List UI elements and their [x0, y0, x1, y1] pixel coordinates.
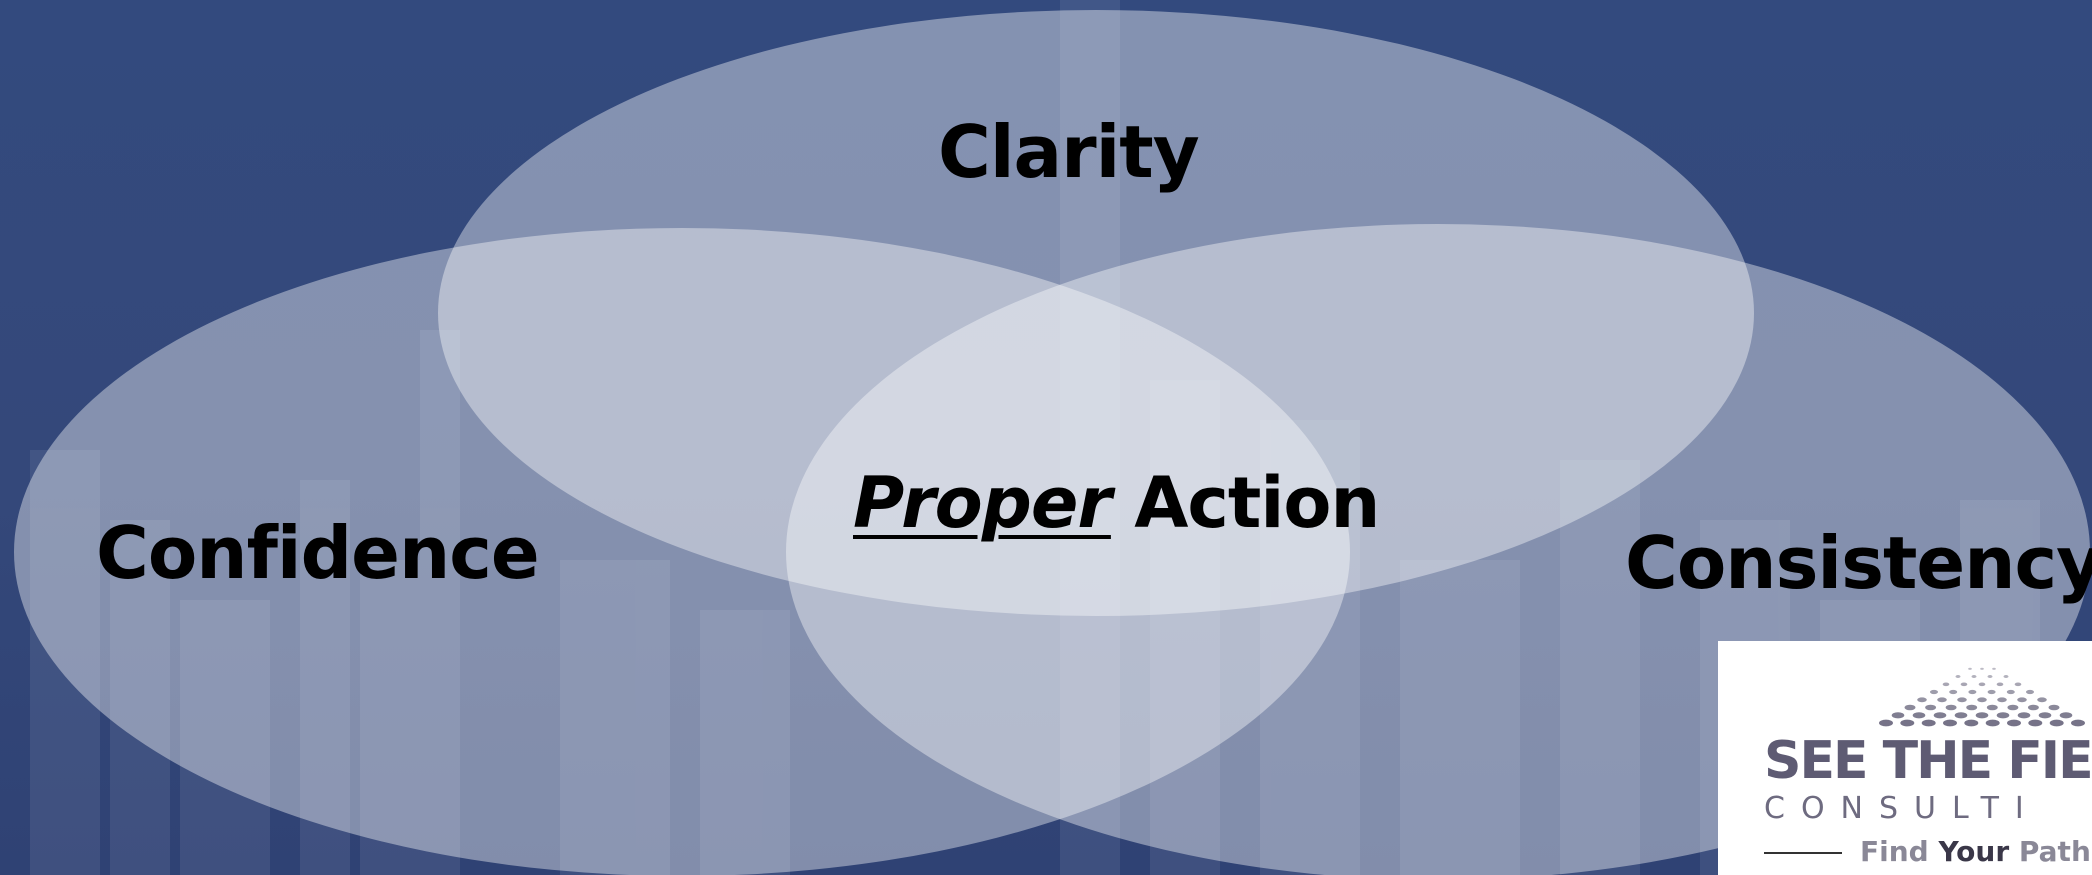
logo-dot [1985, 719, 2000, 727]
logo-dot [1987, 675, 1993, 678]
logo-perspective-dots-icon [1879, 667, 2085, 727]
logo-dot [2017, 712, 2031, 719]
logo-dot [2027, 704, 2039, 711]
logo-dot [2028, 719, 2043, 727]
consistency-label: Consistency [1625, 521, 2092, 605]
logo-dot [1960, 682, 1968, 687]
logo-dot [2003, 675, 2009, 678]
logo-dot [1966, 704, 1978, 711]
logo-dot [2014, 682, 2022, 687]
logo-dot [1925, 704, 1937, 711]
logo-dot [1933, 712, 1947, 719]
logo-dot [1930, 689, 1938, 695]
logo-dot [1921, 719, 1936, 727]
logo-dot [1968, 689, 1977, 695]
logo-dot [1891, 712, 1905, 719]
center-label: Proper Action [853, 468, 1380, 538]
logo-dot [1955, 675, 1961, 678]
logo-dot [1968, 667, 1972, 670]
logo-dot [2037, 697, 2047, 703]
logo-dot [1986, 704, 1998, 711]
logo-dot [1957, 697, 1967, 703]
logo-dot [2049, 719, 2064, 727]
logo-dot [2048, 704, 2060, 711]
logo-dot [1987, 689, 1996, 695]
logo-dot [1975, 712, 1989, 719]
logo-dot [1949, 689, 1958, 695]
confidence-label: Confidence [96, 511, 540, 595]
logo-dot [2006, 689, 2015, 695]
logo-title: SEE THE FIE [1764, 731, 2092, 791]
logo-dot [1996, 682, 2004, 687]
logo-dot [2017, 697, 2027, 703]
logo-dot [1992, 667, 1996, 670]
center-rest: Action [1134, 462, 1380, 544]
logo-dot [2026, 689, 2034, 695]
logo-subtitle: CONSULTI [1764, 791, 2040, 826]
logo-dot [1997, 697, 2007, 703]
logo-dot [1904, 704, 1916, 711]
logo-tagline-bold: Your [1938, 835, 2010, 868]
logo-dot [1917, 697, 1927, 703]
logo-divider [1764, 852, 1842, 854]
logo-dot [1996, 712, 2010, 719]
logo-dot [1971, 675, 1977, 678]
logo-dot [1945, 704, 1957, 711]
logo-tagline: Find Your Path [1860, 838, 2091, 866]
logo-dot [2007, 719, 2021, 727]
logo-dot [2038, 712, 2052, 719]
logo-dot [1937, 697, 1947, 703]
logo-dot [1942, 682, 1950, 687]
logo-dot [1964, 719, 1979, 727]
logo-dot [2071, 719, 2085, 727]
logo-dot [1912, 712, 1926, 719]
logo-dot [1954, 712, 1968, 719]
logo-dot [1900, 719, 1915, 727]
clarity-circle [438, 10, 1754, 616]
logo-dot [1978, 682, 1986, 687]
logo-dot [1879, 719, 1893, 727]
logo-dot [1943, 719, 1957, 727]
company-logo: SEE THE FIE CONSULTI Find Your Path [1718, 641, 2092, 875]
center-emphasis: Proper [853, 462, 1112, 544]
clarity-label: Clarity [938, 110, 1200, 194]
logo-tagline-prefix: Find [1860, 835, 1929, 868]
logo-dot [1977, 697, 1987, 703]
logo-tagline-suffix: Path [2018, 835, 2091, 868]
confidence-circle [14, 228, 1350, 875]
logo-dot [2007, 704, 2019, 711]
logo-dot [2059, 712, 2073, 719]
logo-dot [1980, 667, 1984, 670]
